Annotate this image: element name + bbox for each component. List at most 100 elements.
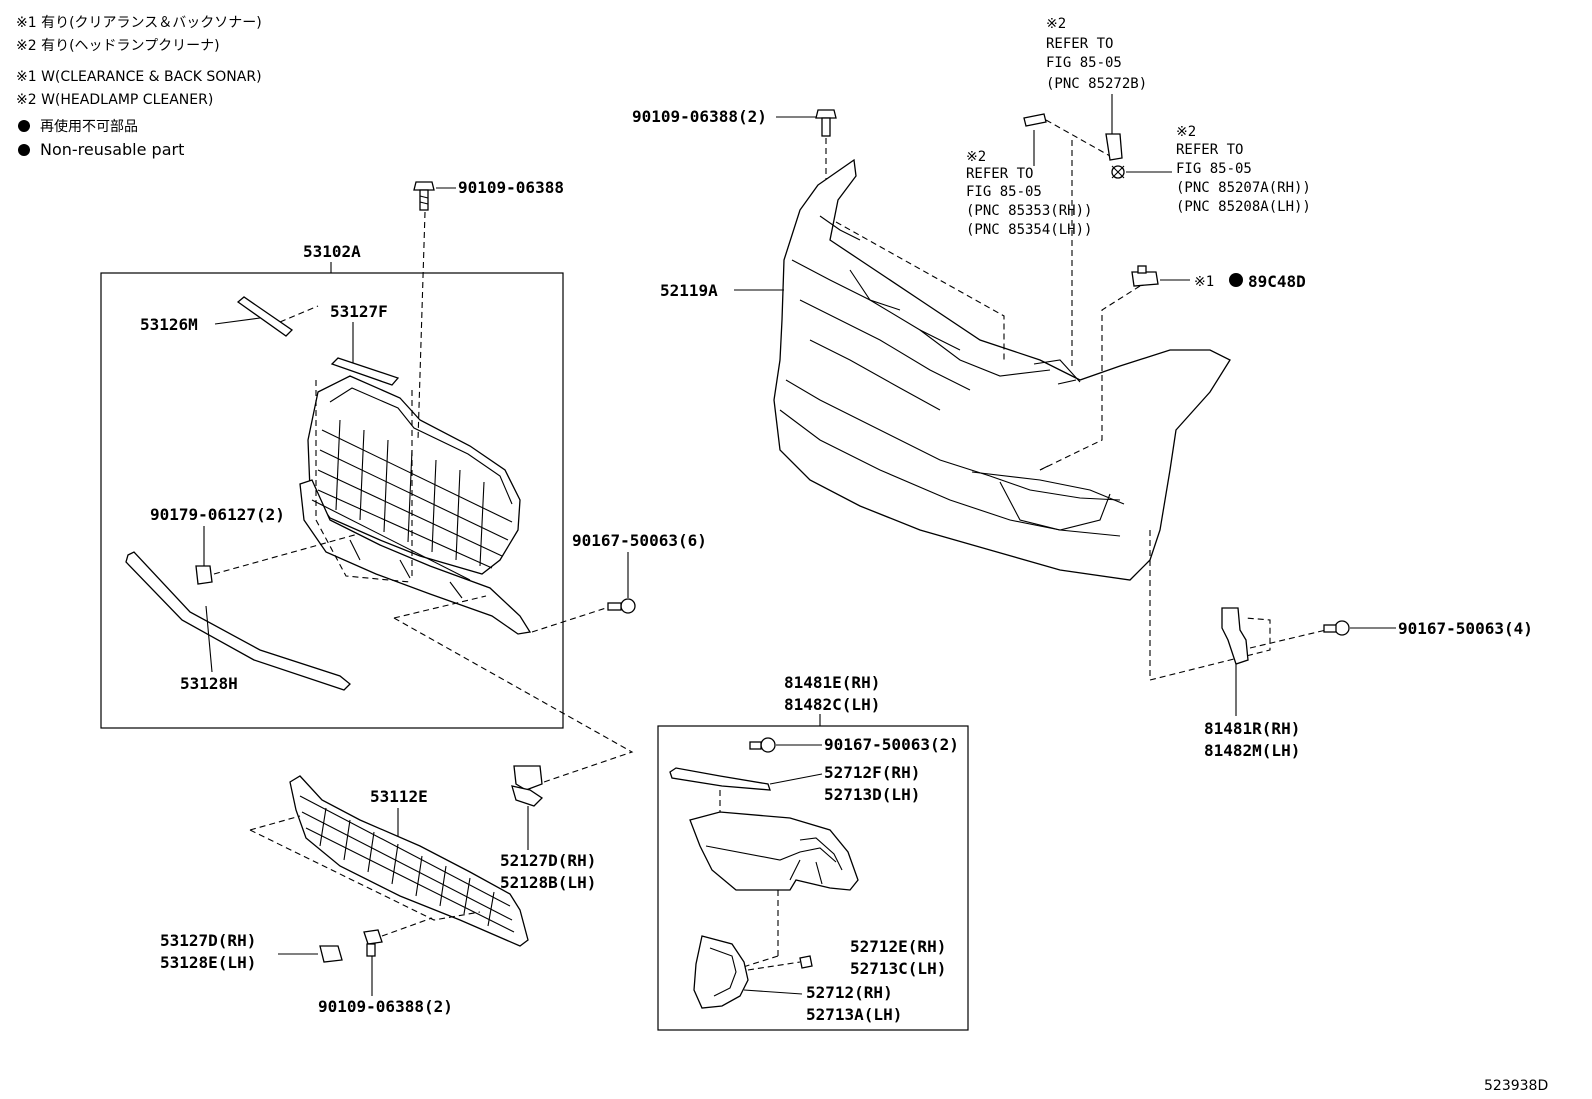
dashed-guide: [747, 961, 801, 971]
part-bracket-81481R[interactable]: [1221, 607, 1249, 665]
leader-line: [769, 773, 823, 785]
part-fog-lamp-cover[interactable]: [689, 811, 859, 891]
lower-grille-group: 53112E 52127D(RH) 52128B(LH) 90109-06388…: [160, 765, 596, 1016]
label-52127D[interactable]: 52127D(RH): [500, 851, 596, 870]
dashed-guide: [835, 221, 1005, 360]
label-52128B[interactable]: 52128B(LH): [500, 873, 596, 892]
leader-line: [214, 317, 261, 325]
dashed-guide: [279, 305, 319, 323]
ref1-line-1: REFER TO: [1046, 36, 1113, 52]
part-52712-garnish[interactable]: [693, 935, 749, 1009]
part-bolt-90109-bottom[interactable]: [363, 929, 383, 957]
legend-line-jp-2: ※2 有り(ヘッドランプクリーナ): [16, 38, 220, 54]
ref2-line-1: REFER TO: [966, 166, 1033, 182]
ref2-line-3[interactable]: (PNC 85353(RH)): [966, 203, 1092, 219]
ref3-line-1: REFER TO: [1176, 142, 1243, 158]
label-53127F[interactable]: 53127F: [330, 302, 388, 321]
part-53127F-molding[interactable]: [330, 357, 400, 386]
ref3-line-3[interactable]: (PNC 85207A(RH)): [1176, 180, 1311, 196]
dashed-guide: [381, 917, 433, 937]
leader-line: [743, 989, 803, 995]
legend: ※1 有り(クリアランス＆バックソナー) ※2 有り(ヘッドランプクリーナ) ※…: [16, 15, 262, 159]
label-90167-50063-6[interactable]: 90167-50063(6): [572, 531, 707, 550]
sensor-mark: ※1: [1194, 274, 1214, 290]
label-90109-06388-top[interactable]: 90109-06388: [458, 178, 564, 197]
part-52712F-molding[interactable]: [669, 767, 771, 791]
label-53126M[interactable]: 53126M: [140, 315, 198, 334]
ref3-line-2: FIG 85-05: [1176, 161, 1252, 177]
legend-line-jp-1: ※1 有り(クリアランス＆バックソナー): [16, 15, 262, 31]
dashed-guide: [393, 617, 634, 783]
part-screw-90167-box[interactable]: [749, 737, 776, 753]
non-reusable-bullet-icon: [18, 120, 30, 132]
bumper-cover-group: 90109-06388(2) 52119A: [632, 16, 1533, 760]
part-grille-body[interactable]: [299, 375, 532, 635]
dashed-guide: [1039, 285, 1141, 471]
part-bolt-90109-bumper[interactable]: [815, 109, 837, 137]
non-reusable-bullet-icon: [18, 144, 30, 156]
label-81482C[interactable]: 81482C(LH): [784, 695, 880, 714]
dashed-guide: [315, 380, 413, 583]
dashed-guide: [417, 211, 426, 441]
label-90167-50063-2-box[interactable]: 90167-50063(2): [824, 735, 959, 754]
part-headlamp-cleaner-cap[interactable]: [1023, 113, 1047, 127]
part-52119A-bumper-cover[interactable]: [773, 158, 1231, 581]
ref3-line-4[interactable]: (PNC 85208A(LH)): [1176, 199, 1311, 215]
label-53112E[interactable]: 53112E: [370, 787, 428, 806]
non-reusable-bullet-icon: [1229, 273, 1243, 287]
dashed-guide: [1149, 617, 1271, 681]
dashed-guide: [1045, 119, 1111, 157]
part-53127D-clip[interactable]: [319, 945, 343, 963]
label-52712F[interactable]: 52712F(RH): [824, 763, 920, 782]
ref1-mark: ※2: [1046, 16, 1066, 32]
drawing-number: 523938D: [1484, 1078, 1548, 1094]
label-53127D[interactable]: 53127D(RH): [160, 931, 256, 950]
grille-assembly-group: 53102A 53126M 53127F: [100, 178, 564, 729]
label-90109-06388-2-bottom[interactable]: 90109-06388(2): [318, 997, 453, 1016]
label-53102A[interactable]: 53102A: [303, 242, 361, 261]
grille-assembly-box: [100, 272, 564, 729]
dashed-guide: [739, 955, 779, 969]
legend-line-en-1: ※1 W(CLEARANCE & BACK SONAR): [16, 69, 262, 85]
part-53128H-molding[interactable]: [125, 551, 351, 691]
part-headlamp-cleaner-nozzle[interactable]: [1105, 133, 1125, 179]
dashed-guide: [393, 595, 487, 619]
fog-cover-group: 81481E(RH) 81482C(LH) 90167-50063(2) 527…: [657, 673, 969, 1031]
label-90109-06388-2-bumper[interactable]: 90109-06388(2): [632, 107, 767, 126]
part-52127D-bracket[interactable]: [511, 765, 544, 807]
part-screw-90167-mid[interactable]: [607, 598, 636, 614]
ref2-line-2: FIG 85-05: [966, 184, 1042, 200]
label-52119A[interactable]: 52119A: [660, 281, 718, 300]
label-89C48D[interactable]: 89C48D: [1248, 272, 1306, 291]
part-53126M-molding[interactable]: [236, 296, 294, 337]
legend-non-reusable-jp: 再使用不可部品: [40, 118, 138, 135]
label-52713C[interactable]: 52713C(LH): [850, 959, 946, 978]
label-90179-06127[interactable]: 90179-06127(2): [150, 505, 285, 524]
part-clip-90179[interactable]: [195, 565, 213, 585]
dashed-guide: [1249, 629, 1327, 649]
part-clip-52712E[interactable]: [799, 955, 813, 969]
part-sensor-89C48D[interactable]: [1131, 265, 1159, 287]
part-bolt-90109-top[interactable]: [413, 181, 435, 211]
label-53128E[interactable]: 53128E(LH): [160, 953, 256, 972]
label-52712[interactable]: 52712(RH): [806, 983, 893, 1002]
label-81481E[interactable]: 81481E(RH): [784, 673, 880, 692]
label-53128H[interactable]: 53128H: [180, 674, 238, 693]
label-81481R[interactable]: 81481R(RH): [1204, 719, 1300, 738]
dashed-guide: [531, 607, 607, 633]
dashed-guide: [249, 815, 481, 921]
part-screw-90167-right[interactable]: [1323, 620, 1350, 636]
fog-cover-box: [657, 725, 969, 1031]
part-53112E-lower-grille[interactable]: [289, 775, 529, 947]
label-52712E[interactable]: 52712E(RH): [850, 937, 946, 956]
ref1-line-3[interactable]: (PNC 85272B): [1046, 76, 1147, 92]
label-52713A[interactable]: 52713A(LH): [806, 1005, 902, 1024]
ref3-mark: ※2: [1176, 124, 1196, 140]
leader-line: [205, 605, 213, 673]
label-90167-50063-4[interactable]: 90167-50063(4): [1398, 619, 1533, 638]
ref2-mark: ※2: [966, 149, 986, 165]
label-52713D[interactable]: 52713D(LH): [824, 785, 920, 804]
ref2-line-4[interactable]: (PNC 85354(LH)): [966, 222, 1092, 238]
label-81482M[interactable]: 81482M(LH): [1204, 741, 1300, 760]
